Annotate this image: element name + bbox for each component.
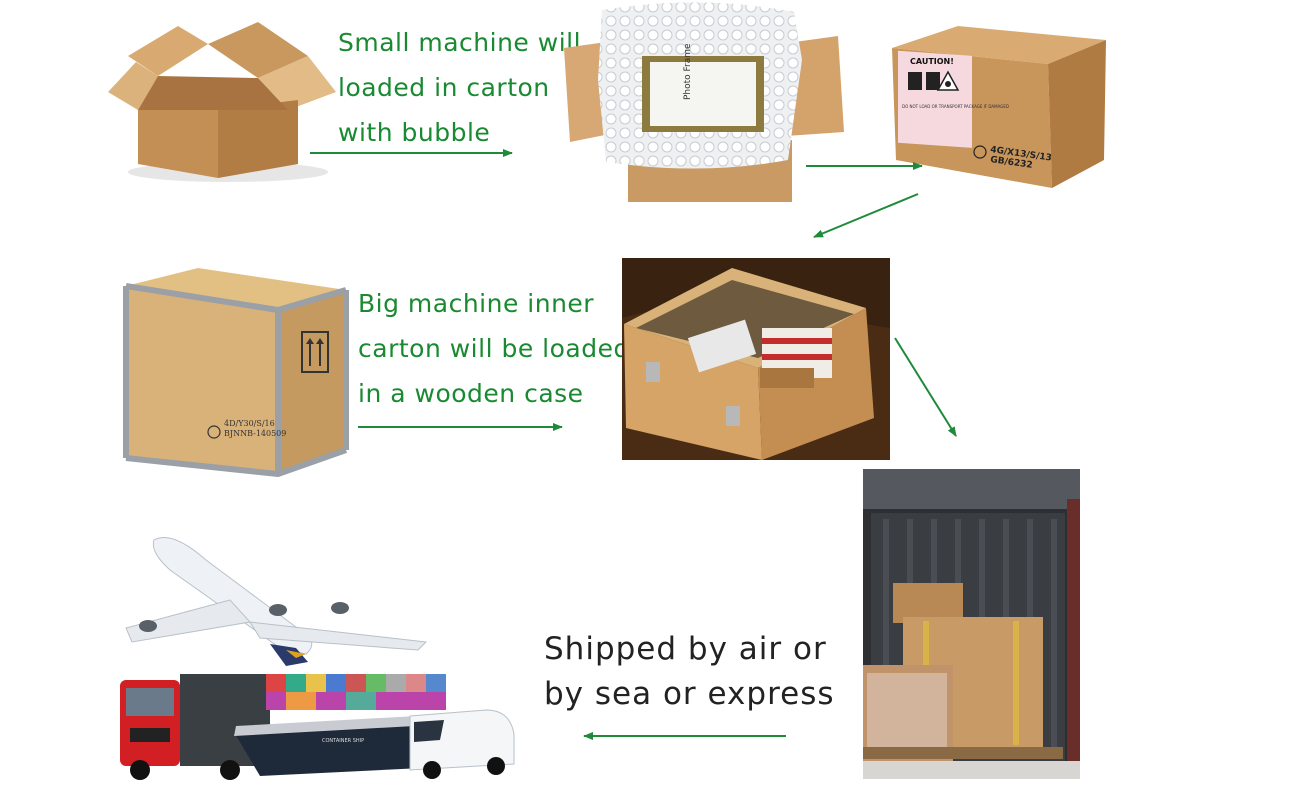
small-machine-caption: Small machine will loaded in carton with… — [338, 20, 581, 155]
big-caption-line-2: carton will be loaded — [358, 334, 630, 363]
bubble-carton-image: Photo Frame — [562, 0, 850, 205]
open-wooden-case-image — [622, 258, 890, 460]
big-caption-line-1: Big machine inner — [358, 289, 595, 318]
small-caption-line-1: Small machine will — [338, 28, 582, 57]
shipping-caption: Shipped by air or by sea or express — [544, 627, 835, 717]
shipping-container-icon — [863, 469, 1080, 779]
open-wooden-case-icon — [622, 258, 890, 460]
transport-vehicles: CONTAINER SHIP — [120, 537, 515, 780]
small-caption-line-2: loaded in carton — [338, 73, 550, 102]
bubble-wrap-carton-icon: Photo Frame — [564, 2, 844, 202]
crate-code-2: BJNNB-140509 — [224, 429, 286, 438]
transport-image: CONTAINER SHIP — [110, 530, 530, 785]
container-image — [863, 469, 1080, 779]
open-carton-icon — [108, 22, 336, 182]
wooden-crate-image: 4D/Y30/S/16 BJNNB-140509 — [118, 262, 350, 477]
open-carton-image — [108, 14, 340, 184]
van-icon — [409, 709, 515, 779]
ship-caption-line-1: Shipped by air or — [544, 631, 827, 667]
sealed-carton-icon: CAUTION! DO NOT LOAD OR TRANSPORT PACKAG… — [892, 26, 1106, 188]
crate-code-1: 4D/Y30/S/16 — [224, 419, 275, 428]
caution-title: CAUTION! — [910, 57, 954, 66]
big-caption-line-3: in a wooden case — [358, 379, 584, 408]
cargo-ship-icon: CONTAINER SHIP — [234, 674, 452, 776]
arrow-step-5 — [894, 337, 957, 437]
ship-caption-line-2: by sea or express — [544, 676, 835, 712]
small-caption-line-3: with bubble — [338, 118, 491, 147]
airplane-icon — [125, 537, 428, 666]
caution-note: DO NOT LOAD OR TRANSPORT PACKAGE IF DAMA… — [902, 104, 1009, 109]
big-machine-caption: Big machine inner carton will be loaded … — [358, 281, 630, 416]
wooden-crate-icon: 4D/Y30/S/16 BJNNB-140509 — [123, 268, 349, 477]
frame-label: Photo Frame — [683, 43, 693, 100]
ship-name: CONTAINER SHIP — [322, 738, 364, 744]
truck-icon — [120, 674, 270, 780]
sealed-carton-image: CAUTION! DO NOT LOAD OR TRANSPORT PACKAG… — [888, 20, 1110, 192]
